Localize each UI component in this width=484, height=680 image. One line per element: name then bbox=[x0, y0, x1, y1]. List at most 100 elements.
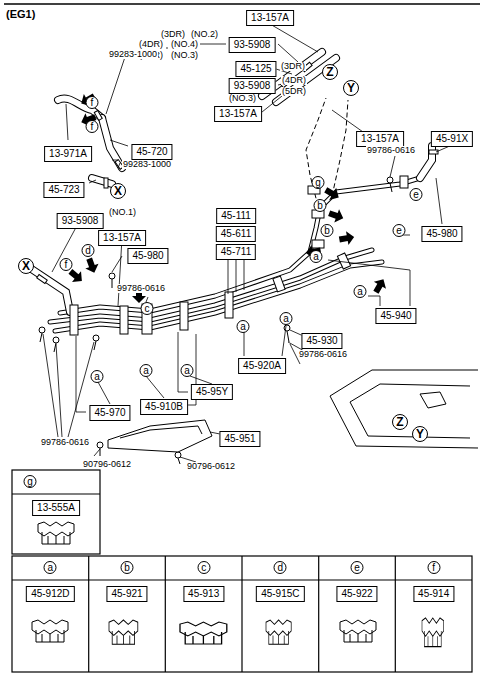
part-number-box: 13-157A bbox=[214, 106, 262, 122]
leader-line bbox=[368, 296, 380, 306]
part-number-box: 45-970 bbox=[89, 405, 130, 421]
reference-letter: X bbox=[22, 260, 30, 272]
part-number-box: 93-5908 bbox=[229, 37, 276, 53]
variant-note: (NO.1) bbox=[108, 208, 137, 217]
reference-circle: f bbox=[427, 561, 440, 574]
pointer-arrow bbox=[327, 207, 346, 225]
floor-inset bbox=[330, 370, 478, 448]
fastener-number: 99786-0616 bbox=[40, 438, 90, 447]
part-number-box: 45-921 bbox=[106, 586, 147, 602]
fuel-pipe bbox=[50, 250, 372, 322]
part-number: 45-913 bbox=[188, 589, 219, 599]
fuel-pipe bbox=[60, 178, 420, 313]
fuel-hose bbox=[30, 268, 70, 312]
leader-line bbox=[43, 24, 452, 462]
reference-circle: c bbox=[197, 561, 210, 574]
part-number-box: 45-914 bbox=[413, 586, 454, 602]
reference-letter: e bbox=[413, 190, 419, 200]
reference-circle: Z bbox=[322, 64, 338, 80]
top-rule bbox=[4, 3, 480, 5]
reference-circle: X bbox=[18, 258, 34, 274]
reference-circle: f bbox=[60, 258, 73, 271]
hose-clamp bbox=[37, 62, 438, 283]
part-number-box: 45-951 bbox=[219, 431, 260, 447]
part-number: 45-970 bbox=[94, 408, 125, 418]
part-number-box: 13-971A bbox=[44, 146, 92, 162]
reference-circle: a bbox=[181, 364, 194, 377]
reference-circle: c bbox=[141, 302, 154, 315]
reference-letter: f bbox=[432, 563, 435, 573]
reference-circle: g bbox=[24, 475, 37, 488]
reference-letter: a bbox=[283, 314, 289, 324]
fastener-number: 99283-1000 bbox=[122, 160, 172, 169]
pipe-clip bbox=[120, 306, 128, 334]
reference-circle: b bbox=[121, 561, 134, 574]
dashed-pipe-run bbox=[306, 98, 326, 206]
leader-line bbox=[390, 156, 395, 177]
part-number: 13-971A bbox=[49, 149, 87, 159]
reference-circle: a bbox=[140, 364, 153, 377]
legend-table bbox=[318, 556, 319, 672]
variant-note: (3DR) bbox=[160, 30, 186, 39]
part-number-box: 45-980 bbox=[421, 226, 462, 242]
bolt bbox=[390, 183, 392, 192]
bolt bbox=[109, 273, 115, 279]
reference-letter: a bbox=[240, 322, 246, 332]
reference-circle: a bbox=[237, 320, 250, 333]
reference-letter: a bbox=[48, 563, 54, 573]
diagram-title: (EG1) bbox=[6, 8, 35, 20]
reference-letter: f bbox=[91, 98, 94, 108]
reference-letter: g bbox=[315, 178, 321, 188]
fuel-pipe bbox=[60, 178, 420, 313]
fastener-number: 99786-0616 bbox=[298, 350, 348, 359]
part-number-box: 45-910B bbox=[140, 399, 188, 415]
leader-line bbox=[200, 44, 226, 45]
reference-circle: a bbox=[354, 285, 367, 298]
leader-line bbox=[436, 178, 442, 224]
floor-inset bbox=[330, 396, 478, 448]
part-number-box: 93-5908 bbox=[229, 78, 276, 94]
variant-note: (4DR) bbox=[281, 76, 307, 85]
fuel-pipe bbox=[50, 250, 372, 322]
part-number: 93-5908 bbox=[234, 81, 271, 91]
pipe-clip bbox=[180, 302, 188, 330]
clip-icon bbox=[266, 620, 291, 644]
part-number-box: 13-157A bbox=[246, 10, 294, 26]
reference-letter: g bbox=[27, 477, 33, 487]
floor-inset bbox=[350, 402, 470, 438]
bracket-45-951 bbox=[108, 420, 212, 452]
reference-circle: e bbox=[410, 188, 423, 201]
hose-clamp bbox=[37, 274, 47, 283]
bolt bbox=[284, 325, 290, 331]
part-number: 93-5908 bbox=[62, 216, 99, 226]
hose-clamp bbox=[104, 178, 108, 188]
reference-letter: a bbox=[143, 366, 149, 376]
dashed-pipe-run bbox=[332, 100, 348, 196]
reference-letter: b bbox=[324, 226, 330, 236]
leader-line bbox=[98, 382, 110, 404]
part-number: 93-5908 bbox=[234, 40, 271, 50]
clip-icon bbox=[32, 522, 444, 647]
reference-letter: a bbox=[94, 372, 100, 382]
reference-circle: f bbox=[86, 96, 99, 109]
reference-letter: Y bbox=[347, 82, 355, 94]
fuel-hose bbox=[92, 178, 112, 184]
part-number: 45-951 bbox=[224, 434, 255, 444]
part-number: 45-922 bbox=[341, 589, 372, 599]
reference-circle: a bbox=[280, 312, 293, 325]
bolt bbox=[97, 442, 103, 448]
legend-table bbox=[241, 556, 242, 672]
part-number-box: 45-922 bbox=[336, 586, 377, 602]
part-number: 45-920A bbox=[243, 361, 281, 371]
reference-letter: f bbox=[91, 122, 94, 132]
part-number-box: 13-157A bbox=[98, 230, 146, 246]
fastener-number: 90796-0612 bbox=[186, 462, 236, 471]
reference-circle: b bbox=[321, 224, 334, 237]
pointer-arrow bbox=[66, 90, 390, 303]
fastener-number: 99786-0616 bbox=[366, 146, 416, 155]
bolt bbox=[39, 177, 393, 464]
reference-letter: d bbox=[85, 246, 91, 256]
part-number-box: 45-912D bbox=[26, 586, 74, 602]
leader-line bbox=[76, 336, 86, 412]
leader-line bbox=[43, 334, 94, 437]
